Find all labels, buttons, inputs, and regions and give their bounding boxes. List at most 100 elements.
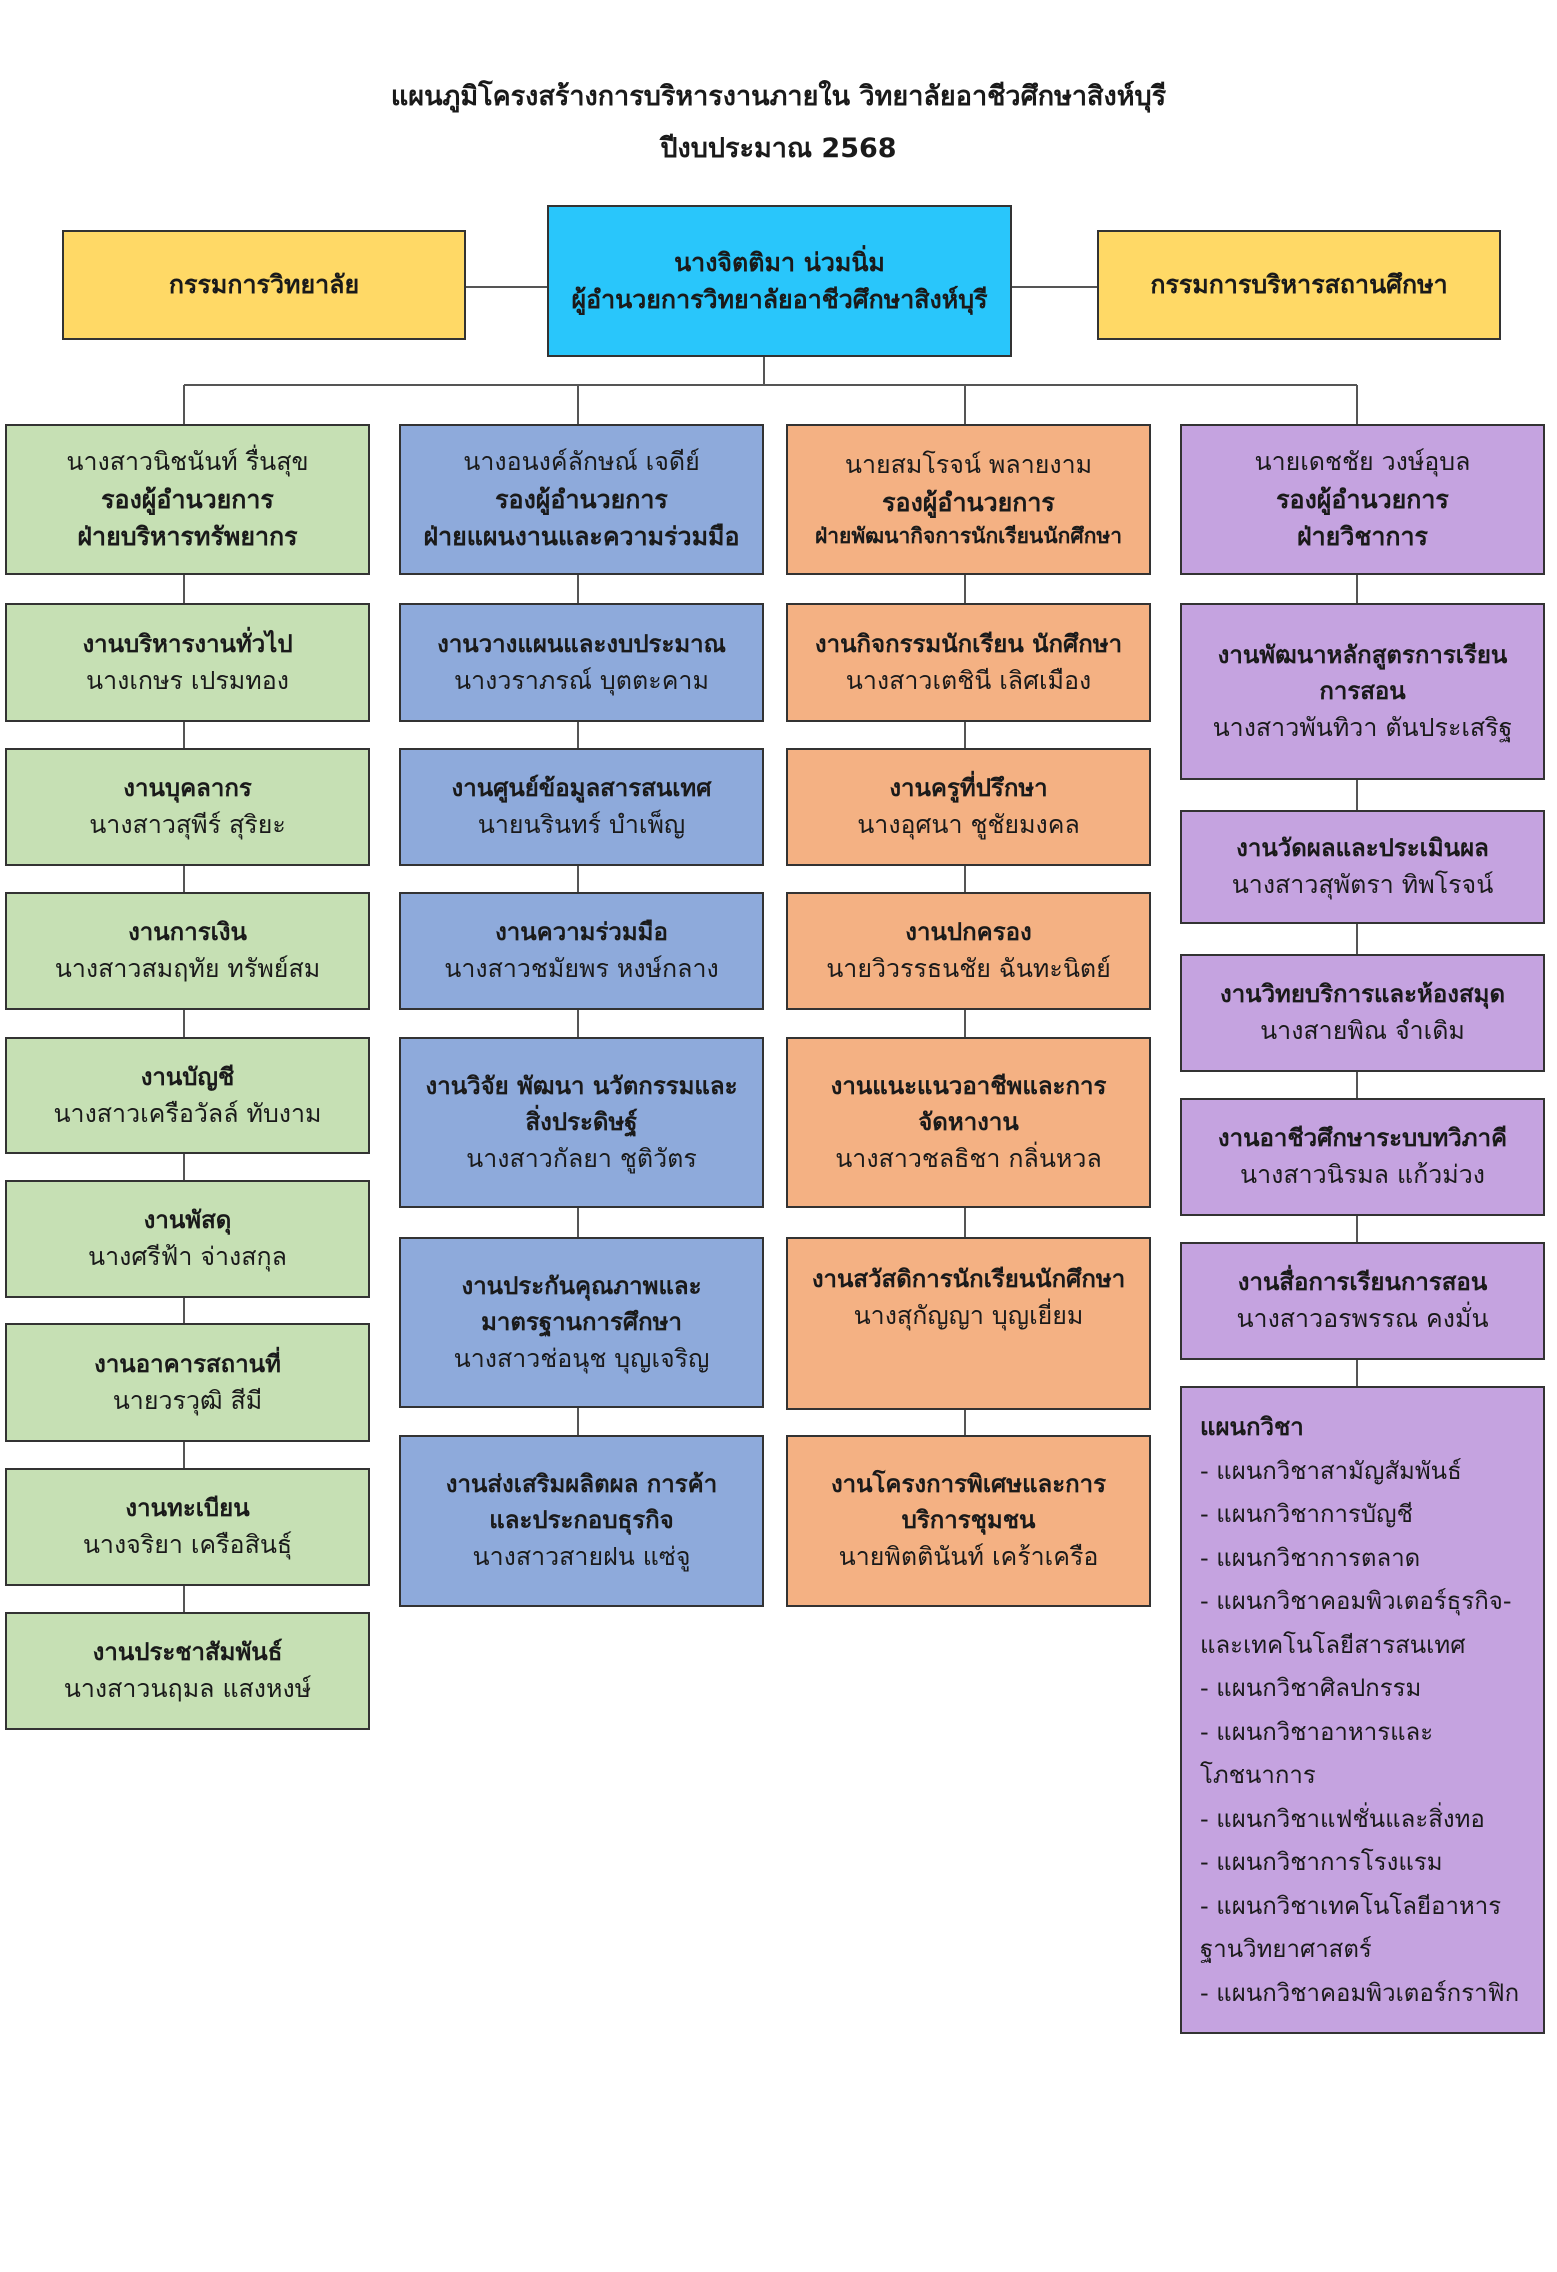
department-item: และเทคโนโลยีสารสนเทศ [1200,1630,1466,1659]
unit-person: นายวิวรรธนชัย ฉันทะนิตย์ [826,954,1111,984]
board-committee-box: กรรมการบริหารสถานศึกษา [1097,230,1501,340]
unit-box: งานทะเบียน นางจริยา เครือสินธุ์ [5,1468,370,1586]
unit-name: งานการเงิน [128,918,247,947]
unit-person: นางสาวช่อนุช บุญเจริญ [453,1343,710,1373]
unit-box: งานปกครอง นายวิวรรธนชัย ฉันทะนิตย์ [786,892,1151,1010]
unit-name-cont: การสอน [1319,676,1406,705]
unit-person: นางสาวสุพัตรา ทิพโรจน์ [1231,870,1494,900]
unit-name: งานอาชีวศึกษาระบบทวิภาคี [1217,1124,1508,1153]
unit-box: งานครูที่ปรึกษา นางอุศนา ชูชัยมงคล [786,748,1151,866]
unit-name-cont: และประกอบธุรกิจ [489,1506,674,1535]
department-item: - แผนกวิชาคอมพิวเตอร์กราฟิก [1200,1978,1520,2007]
unit-name: งานปกครอง [905,918,1032,947]
unit-box: งานอาคารสถานที่ นายวรวุฒิ สีมี [5,1323,370,1442]
unit-box: งานโครงการพิเศษและการ บริการชุมชน นายพิต… [786,1435,1151,1607]
deputy-resources-box: นางสาวนิชนันท์ รื่นสุข รองผู้อำนวยการ ฝ่… [5,424,370,575]
director-box: นางจิตติมา น่วมนิ่ม ผู้อำนวยการวิทยาลัยอ… [547,205,1012,357]
departments-heading: แผนกวิชา [1200,1413,1304,1441]
board-committee-label: กรรมการบริหารสถานศึกษา [1150,270,1448,300]
unit-name: งานวางแผนและงบประมาณ [437,629,726,658]
deputy-name: นางสาวนิชนันท์ รื่นสุข [66,447,309,477]
unit-person: นางสาวชลธิชา กลิ่นหวล [835,1143,1102,1173]
department-item: ฐานวิทยาศาสตร์ [1200,1935,1372,1963]
director-name: นางจิตติมา น่วมนิ่ม [674,247,885,277]
unit-box: งานพัสดุ นางศรีฟ้า จ่างสกุล [5,1180,370,1298]
unit-box: งานศูนย์ข้อมูลสารสนเทศ นายนรินทร์ บำเพ็ญ [399,748,764,866]
unit-name: งานวิทยบริการและห้องสมุด [1219,980,1506,1009]
department-item: - แผนกวิชาเทคโนโลยีอาหาร [1200,1891,1502,1920]
unit-person: นางเกษร เปรมทอง [86,665,289,695]
unit-person: นางสาวกัลยา ชูติวัตร [466,1143,697,1173]
unit-box: งานแนะแนวอาชีพและการ จัดหางาน นางสาวชลธิ… [786,1037,1151,1208]
unit-name: งานสื่อการเรียนการสอน [1237,1268,1488,1297]
unit-person: นางสายพิณ จำเดิม [1260,1016,1465,1046]
unit-box: งานประชาสัมพันธ์ นางสาวนฤมล แสงหงษ์ [5,1612,370,1730]
unit-name: งานบัญชี [140,1062,235,1091]
unit-box: งานบัญชี นางสาวเครือวัลล์ ทับงาม [5,1037,370,1154]
deputy-planning-box: นางอนงค์ลักษณ์ เจดีย์ รองผู้อำนวยการ ฝ่า… [399,424,764,575]
unit-person: นางสาวนิรมล แก้วม่วง [1240,1160,1485,1190]
unit-name: งานกิจกรรมนักเรียน นักศึกษา [814,629,1123,658]
departments-box: แผนกวิชา - แผนกวิชาสามัญสัมพันธ์- แผนกวิ… [1180,1386,1545,2034]
deputy-name: นางอนงค์ลักษณ์ เจดีย์ [463,447,700,477]
unit-name: งานประกันคุณภาพและ [461,1271,702,1300]
unit-name: งานบริหารงานทั่วไป [82,629,293,658]
unit-name: งานครูที่ปรึกษา [889,774,1048,803]
unit-person: นางสุกัญญา บุญเยี่ยม [853,1301,1084,1330]
department-item: - แผนกวิชาคอมพิวเตอร์ธุรกิจ- [1200,1587,1512,1615]
unit-person: นางอุศนา ชูชัยมงคล [857,810,1080,840]
deputy-role: รองผู้อำนวยการ [495,484,668,514]
unit-name: งานวิจัย พัฒนา นวัตกรรมและ [425,1071,738,1100]
unit-person: นางสาวสุพีร์ สุริยะ [89,810,286,840]
department-item: - แผนกวิชาการบัญชี [1200,1500,1413,1528]
unit-person: นางสาวเตชินี เลิศเมือง [845,665,1092,695]
unit-box: งานประกันคุณภาพและ มาตรฐานการศึกษา นางสา… [399,1237,764,1408]
unit-name-cont: สิ่งประดิษฐ์ [525,1107,638,1136]
unit-person: นายวรวุฒิ สีมี [112,1385,263,1415]
unit-box: งานกิจกรรมนักเรียน นักศึกษา นางสาวเตชินี… [786,603,1151,722]
deputy-role: รองผู้อำนวยการ [1276,484,1449,514]
college-committee-box: กรรมการวิทยาลัย [62,230,466,340]
deputy-division: ฝ่ายพัฒนากิจการนักเรียนนักศึกษา [814,524,1123,549]
unit-box: งานสวัสดิการนักเรียนนักศึกษา นางสุกัญญา … [786,1237,1151,1410]
unit-name-cont: บริการชุมชน [901,1506,1036,1535]
deputy-student-affairs-box: นายสมโรจน์ พลายงาม รองผู้อำนวยการ ฝ่ายพั… [786,424,1151,575]
unit-name: งานศูนย์ข้อมูลสารสนเทศ [451,774,712,803]
unit-name: งานวัดผลและประเมินผล [1236,834,1489,863]
deputy-name: นายสมโรจน์ พลายงาม [844,450,1093,480]
department-item: - แผนกวิชาการโรงแรม [1200,1848,1443,1876]
unit-box: งานพัฒนาหลักสูตรการเรียน การสอน นางสาวพั… [1180,603,1545,780]
fiscal-year: ปีงบประมาณ 2568 [660,133,897,164]
unit-box: งานสื่อการเรียนการสอน นางสาวอรพรรณ คงมั่… [1180,1242,1545,1360]
unit-person: นางสาวสมฤทัย ทรัพย์สม [54,954,321,984]
unit-name-cont: จัดหางาน [918,1107,1019,1136]
unit-name: งานอาคารสถานที่ [94,1349,281,1378]
college-committee-label: กรรมการวิทยาลัย [168,270,360,300]
unit-name: งานพัฒนาหลักสูตรการเรียน [1217,640,1508,669]
director-role: ผู้อำนวยการวิทยาลัยอาชีวศึกษาสิงห์บุรี [571,285,988,314]
deputy-division: ฝ่ายบริหารทรัพยากร [77,522,298,552]
department-item: - แผนกวิชาการตลาด [1200,1543,1421,1572]
deputy-division: ฝ่ายแผนงานและความร่วมมือ [423,522,740,552]
deputy-role: รองผู้อำนวยการ [101,484,274,514]
department-item: - แผนกวิชาแฟชั่นและสิ่งทอ [1200,1804,1485,1833]
unit-person: นางสาวอรพรรณ คงมั่น [1236,1304,1489,1334]
unit-box: งานวิทยบริการและห้องสมุด นางสายพิณ จำเดิ… [1180,954,1545,1072]
deputy-role: รองผู้อำนวยการ [882,487,1055,517]
unit-name: งานพัสดุ [143,1206,232,1235]
departments-list: - แผนกวิชาสามัญสัมพันธ์- แผนกวิชาการบัญช… [1200,1450,1533,2016]
deputy-name: นายเดชชัย วงษ์อุบล [1254,447,1471,477]
unit-person: นายพิตตินันท์ เคร้าเครือ [838,1542,1099,1572]
unit-person: นายนรินทร์ บำเพ็ญ [477,810,686,840]
unit-box: งานส่งเสริมผลิตผล การค้า และประกอบธุรกิจ… [399,1435,764,1607]
unit-person: นางศรีฟ้า จ่างสกุล [88,1242,287,1272]
unit-box: งานวิจัย พัฒนา นวัตกรรมและ สิ่งประดิษฐ์ … [399,1037,764,1208]
unit-name: งานทะเบียน [125,1494,250,1523]
unit-name: งานแนะแนวอาชีพและการ [830,1071,1107,1100]
unit-name: งานสวัสดิการนักเรียนนักศึกษา [811,1265,1126,1293]
chart-title: แผนภูมิโครงสร้างการบริหารงานภายใน วิทยาล… [390,81,1167,112]
unit-name: งานประชาสัมพันธ์ [92,1638,283,1667]
unit-person: นางวราภรณ์ บุตตะคาม [454,665,709,695]
department-item: โภชนาการ [1200,1761,1316,1789]
